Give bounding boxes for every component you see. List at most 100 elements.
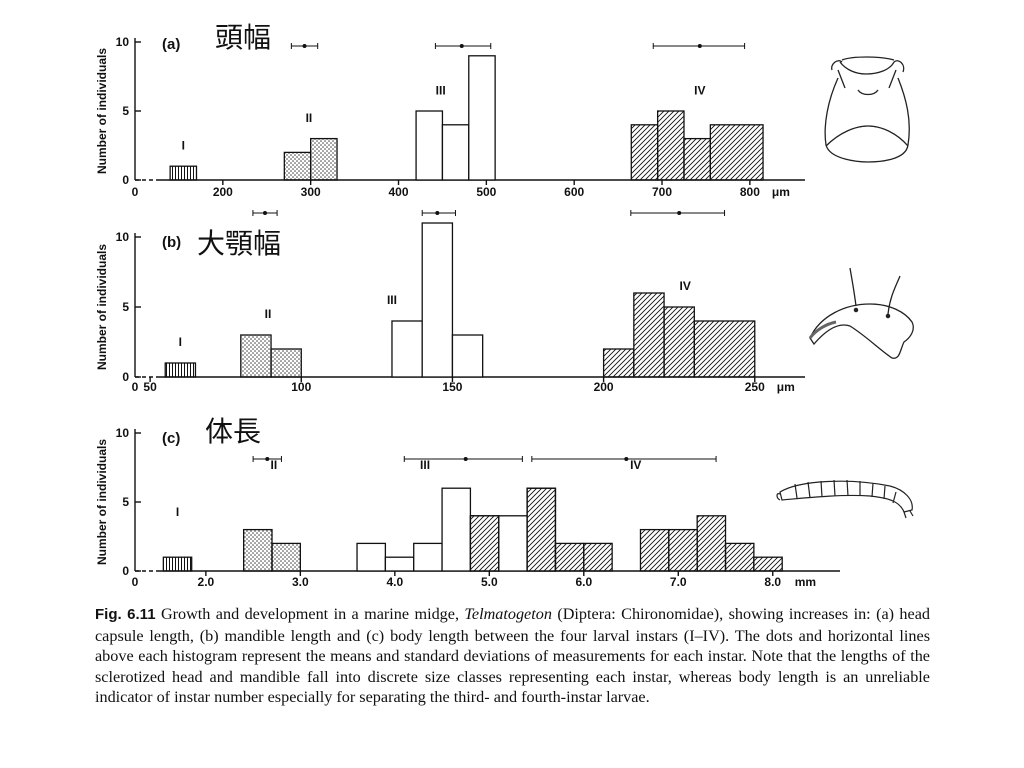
bar-instar-IV xyxy=(469,515,500,572)
bar-instar-IV xyxy=(639,528,670,572)
bar-instar-IV xyxy=(633,292,665,378)
x-tick-label: 800 xyxy=(740,185,760,199)
caption-text-after: (Diptera: Chironomidae), showing increas… xyxy=(95,605,930,707)
mean-dot-IV xyxy=(677,211,682,215)
x-tick-label: 200 xyxy=(594,380,614,394)
instar-label-IV: IV xyxy=(630,458,641,472)
figure-label: Fig. 6.11 xyxy=(95,606,156,623)
bar-instar-III xyxy=(415,110,444,181)
instar-label-I: I xyxy=(182,139,185,153)
bar-instar-II xyxy=(283,151,312,181)
x-tick-label: 500 xyxy=(476,185,496,199)
x-tick-label: 300 xyxy=(301,185,321,199)
x-tick-label: 6.0 xyxy=(575,575,592,589)
panel-label: (a) xyxy=(162,36,180,53)
y-tick-label: 5 xyxy=(122,104,129,118)
instar-label-IV: IV xyxy=(680,279,691,293)
bar-instar-I xyxy=(162,556,193,572)
y-axis-title: Number of individuals xyxy=(95,244,109,370)
bar-instar-III xyxy=(441,124,470,181)
bar-instar-IV xyxy=(663,306,695,378)
y-tick-label: 10 xyxy=(116,230,130,244)
x-tick-label: 5.0 xyxy=(481,575,498,589)
x-tick-label: 2.0 xyxy=(198,575,215,589)
bar-instar-IV xyxy=(554,542,585,572)
bar-instar-IV xyxy=(630,124,659,181)
bar-instar-I xyxy=(169,165,198,181)
mandible-illustration xyxy=(808,267,914,359)
caption-genus: Telmatogeton xyxy=(464,605,552,623)
bar-instar-IV xyxy=(656,110,685,181)
instar-label-IV: IV xyxy=(694,83,705,97)
y-tick-label: 10 xyxy=(116,426,130,440)
x-tick-label: 400 xyxy=(388,185,408,199)
x-unit-label: mm xyxy=(795,575,816,589)
x-tick-label: 200 xyxy=(213,185,233,199)
y-tick-label: 5 xyxy=(122,495,129,509)
panel-annotation: 体長 xyxy=(205,415,261,448)
mean-dot-II xyxy=(263,211,267,215)
instar-label-III: III xyxy=(436,83,446,97)
instar-label-I: I xyxy=(176,505,179,519)
bar-instar-III xyxy=(356,542,387,572)
x-tick-label: 0 xyxy=(132,185,139,199)
bar-instar-II xyxy=(310,137,338,181)
bar-instar-IV xyxy=(753,556,783,572)
panel-annotation: 頭幅 xyxy=(215,21,271,54)
y-tick-label: 0 xyxy=(122,564,129,578)
instar-label-III: III xyxy=(420,458,430,472)
bar-instar-IV xyxy=(693,320,756,378)
y-axis-title: Number of individuals xyxy=(95,48,109,174)
x-tick-label: 8.0 xyxy=(764,575,781,589)
figure-caption: Fig. 6.11 Growth and development in a ma… xyxy=(95,604,930,708)
instar-label-III: III xyxy=(387,293,397,307)
bar-instar-III xyxy=(451,334,484,378)
mean-dot-II xyxy=(302,44,307,48)
bar-instar-III xyxy=(421,222,454,378)
x-tick-label: 100 xyxy=(291,380,311,394)
y-tick-label: 0 xyxy=(122,173,129,187)
bar-instar-III xyxy=(441,487,472,572)
bar-instar-IV xyxy=(696,515,727,572)
bar-instar-III xyxy=(413,542,443,572)
instar-label-II: II xyxy=(265,307,272,321)
x-tick-label: 0 xyxy=(132,380,139,394)
bar-instar-II xyxy=(243,528,273,572)
x-tick-label: 700 xyxy=(652,185,672,199)
bar-instar-III xyxy=(498,515,528,572)
mean-dot-II xyxy=(265,457,270,461)
y-tick-label: 0 xyxy=(122,370,129,384)
bar-instar-II xyxy=(270,348,302,378)
y-tick-label: 5 xyxy=(122,300,129,314)
y-tick-label: 10 xyxy=(116,35,130,49)
bar-instar-IV xyxy=(683,137,711,181)
x-tick-label: 7.0 xyxy=(670,575,687,589)
x-tick-label: 50 xyxy=(143,380,157,394)
mean-dot-IV xyxy=(697,44,702,48)
x-tick-label: 250 xyxy=(745,380,765,394)
bar-instar-III xyxy=(468,55,496,181)
bar-instar-IV xyxy=(709,124,764,181)
panel-label: (c) xyxy=(162,430,180,447)
mean-dot-III xyxy=(463,457,468,461)
bar-instar-IV xyxy=(526,487,557,572)
caption-text-before: Growth and development in a marine midge… xyxy=(155,605,465,623)
bar-instar-II xyxy=(240,334,272,378)
bar-instar-I xyxy=(164,362,197,378)
x-tick-label: 3.0 xyxy=(292,575,309,589)
x-tick-label: 0 xyxy=(132,575,139,589)
bar-instar-IV xyxy=(668,528,698,572)
mean-dot-III xyxy=(459,44,464,48)
larval-body-illustration xyxy=(776,479,914,519)
x-unit-label: μm xyxy=(772,185,790,199)
bar-instar-III xyxy=(391,320,423,378)
panel-annotation: 大顎幅 xyxy=(197,227,281,260)
x-tick-label: 4.0 xyxy=(386,575,403,589)
bar-instar-IV xyxy=(583,542,613,572)
instar-label-I: I xyxy=(179,335,182,349)
instar-label-II: II xyxy=(306,111,313,125)
